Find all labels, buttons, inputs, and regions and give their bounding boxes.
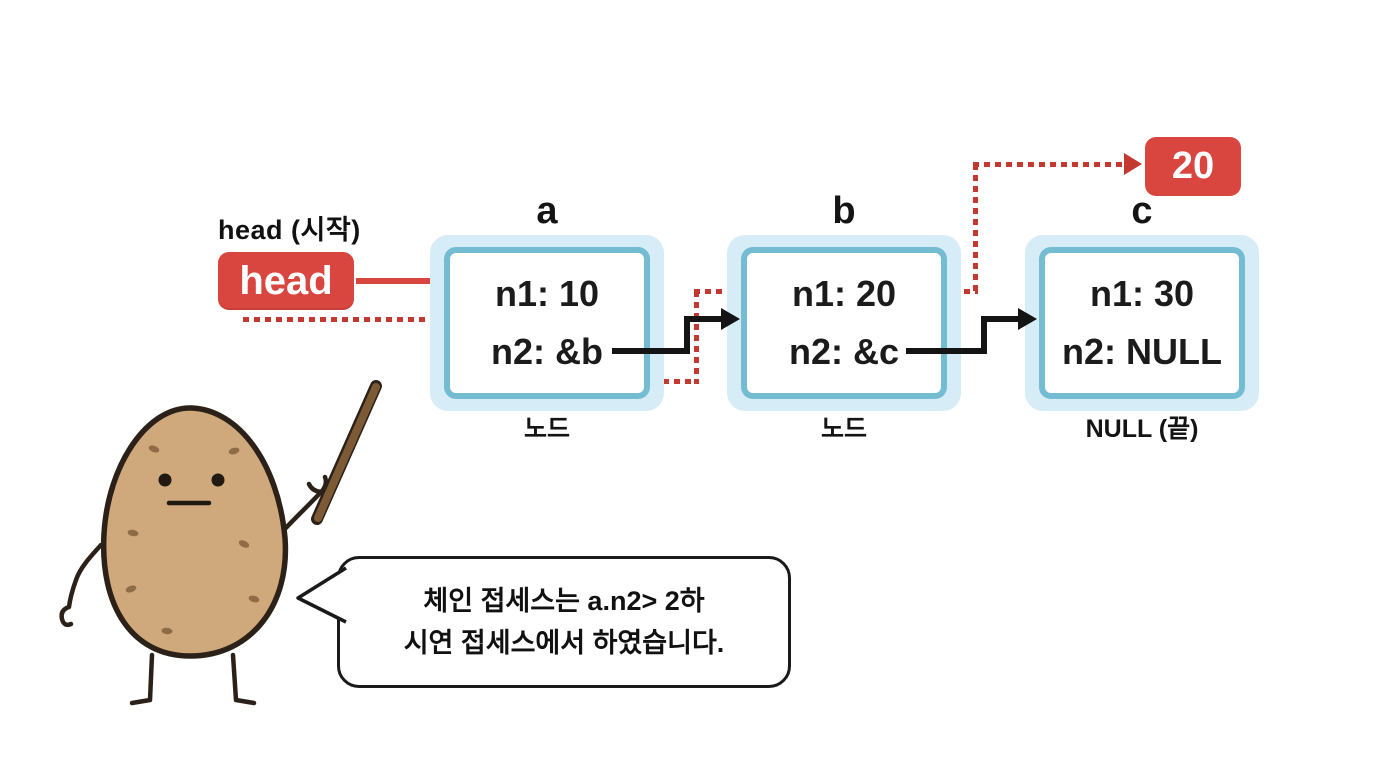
head-pointer-box: head — [218, 252, 354, 310]
node-c-label: c — [1131, 190, 1153, 232]
right-eye-icon — [211, 473, 225, 487]
node-a-label: a — [536, 190, 558, 232]
b-to-c-arrow-segment — [981, 318, 987, 354]
speech-bubble-line2: 시연 접세스에서 하였습니다. — [403, 628, 725, 658]
head-arrow-shaft — [356, 278, 432, 284]
a-to-b-arrow-segment — [684, 318, 690, 354]
node-c-box: n1: 30 n2: NULL — [1039, 247, 1245, 399]
node-a-box: n1: 10 n2: &b — [444, 247, 650, 399]
node-b: n1: 20 n2: &c — [727, 235, 961, 411]
node-c-field-n1: n1: 30 — [1089, 273, 1195, 314]
a-to-b-arrow-icon — [721, 308, 740, 330]
left-leg — [129, 652, 155, 706]
a-to-b-arrow-segment — [612, 348, 690, 354]
node-b-field-n1: n1: 20 — [791, 273, 897, 314]
node-b-caption: 노드 — [820, 415, 867, 443]
speech-bubble-tail — [296, 566, 347, 624]
value-dotted-segment — [973, 164, 978, 294]
node-b-label: b — [832, 190, 856, 232]
chain-dotted-segment — [694, 291, 699, 384]
chain-dotted-segment — [694, 289, 748, 294]
right-leg — [230, 652, 257, 706]
chain-dotted-segment — [243, 317, 459, 322]
node-c: n1: 30 n2: NULL — [1025, 235, 1259, 411]
b-to-c-arrow-icon — [1018, 308, 1037, 330]
left-eye-icon — [158, 473, 172, 487]
speech-bubble-line1: 체인 접세스는 a.n2> 2하 — [423, 586, 705, 616]
node-c-field-n2: n2: NULL — [1062, 331, 1222, 372]
node-a-caption: 노드 — [523, 415, 570, 443]
potato-body — [100, 405, 289, 659]
b-to-c-arrow-segment — [981, 316, 1019, 322]
left-arm — [59, 542, 104, 628]
node-a-field-n2: n2: &b — [491, 331, 603, 372]
speech-bubble: 체인 접세스는 a.n2> 2하 시연 접세스에서 하였습니다. — [337, 556, 791, 688]
potato-spots — [125, 445, 260, 635]
b-to-c-arrow-segment — [906, 348, 987, 354]
node-a: n1: 10 n2: &b — [430, 235, 664, 411]
potato-character — [59, 380, 382, 706]
node-b-box: n1: 20 n2: &c — [741, 247, 947, 399]
head-caption: head (시작) — [218, 215, 361, 245]
a-to-b-arrow-segment — [684, 316, 722, 322]
value-dotted-segment — [973, 162, 1125, 167]
node-b-field-n2: n2: &c — [788, 331, 900, 372]
dotted-arrow-icon — [1124, 153, 1142, 175]
result-value-box: 20 — [1145, 137, 1241, 196]
node-c-caption: NULL (끝) — [1085, 415, 1199, 443]
node-a-field-n1: n1: 10 — [494, 273, 600, 314]
